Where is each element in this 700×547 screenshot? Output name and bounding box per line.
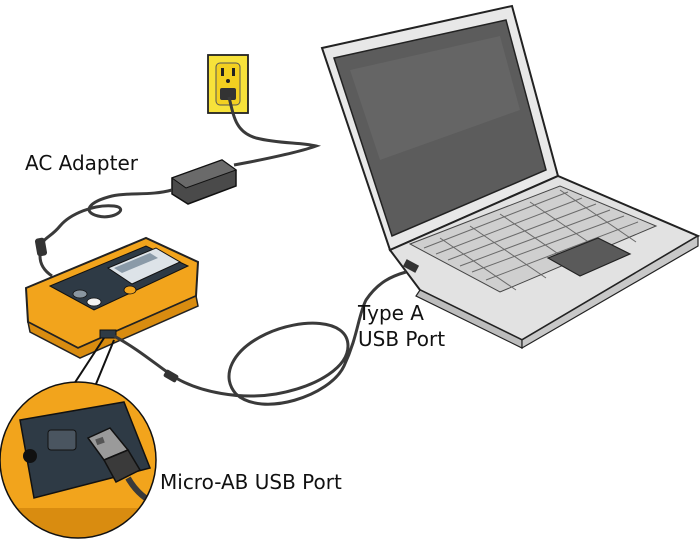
- ac-adapter-icon: [170, 159, 238, 205]
- tester-device-icon: [24, 236, 200, 359]
- power-cable: [227, 96, 322, 167]
- type-a-label-line1: Type A: [358, 301, 424, 325]
- laptop-icon: [320, 4, 700, 350]
- ac-adapter-label: AC Adapter: [25, 151, 138, 175]
- micro-ab-usb-port-label: Micro-AB USB Port: [160, 470, 342, 494]
- type-a-usb-port-label: Type A USB Port: [358, 300, 445, 352]
- micro-usb-connector-icon: [0, 381, 157, 539]
- dc-cable: [40, 188, 173, 245]
- usb-cable-icon: [113, 270, 407, 406]
- type-a-label-line2: USB Port: [358, 327, 446, 351]
- wall-outlet-icon: [207, 54, 249, 114]
